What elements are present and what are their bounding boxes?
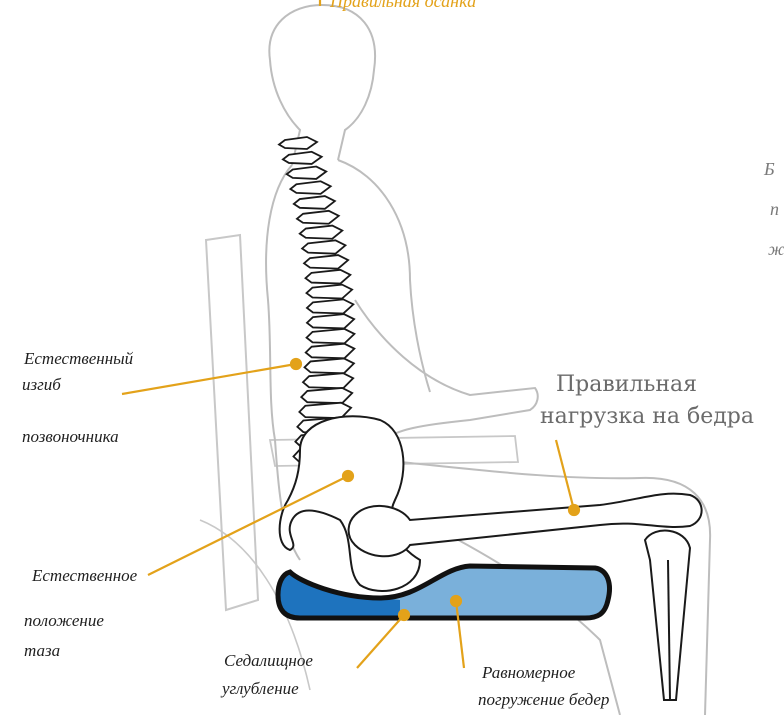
right-cut-label-3: ж — [768, 240, 784, 258]
vertebra — [294, 196, 335, 209]
right-cut-label-2: п — [770, 200, 779, 218]
vertebra — [283, 152, 322, 164]
ischial-label-line2: углубление — [222, 680, 299, 697]
vertebra — [279, 137, 317, 149]
pelvis-label-line1: Естественное — [32, 567, 137, 584]
spine-label-line2: изгиб — [22, 376, 61, 393]
vertebra — [306, 344, 355, 359]
spine — [279, 137, 354, 463]
vertebra — [300, 226, 343, 239]
vertebra — [307, 314, 354, 328]
knee-bones — [645, 531, 690, 700]
pelvis-label-line2: положение — [24, 612, 104, 629]
vertebra — [287, 167, 327, 179]
vertebra — [297, 211, 339, 224]
thigh-label-line2: нагрузка на бедра — [540, 406, 754, 428]
vertebra — [305, 358, 354, 373]
ischial-label-line1: Седалищное — [224, 652, 313, 669]
vertebra — [290, 181, 330, 194]
vertebra — [302, 240, 345, 253]
vertebra — [307, 299, 353, 313]
vertebra — [305, 270, 350, 284]
chair-back — [206, 235, 258, 610]
right-cut-label-1: Б — [764, 160, 775, 178]
immersion-label-line2: погружение бедер — [478, 691, 609, 708]
vertebra — [304, 255, 348, 269]
seat-cushion — [278, 566, 609, 618]
vertebra — [306, 285, 352, 299]
vertebra — [301, 388, 352, 403]
vertebra — [303, 373, 353, 388]
pelvis-bone — [280, 416, 420, 591]
thigh-label-line1: Правильная — [556, 374, 697, 396]
vertebra — [307, 329, 355, 343]
immersion-label-line1: Равномерное — [482, 664, 575, 681]
top-title: Правильная осанка — [330, 0, 476, 10]
spine-label-line1: Естественный — [24, 350, 133, 367]
pelvis-label-line3: таза — [24, 642, 60, 659]
spine-label-line3: позвоночника — [22, 428, 119, 445]
